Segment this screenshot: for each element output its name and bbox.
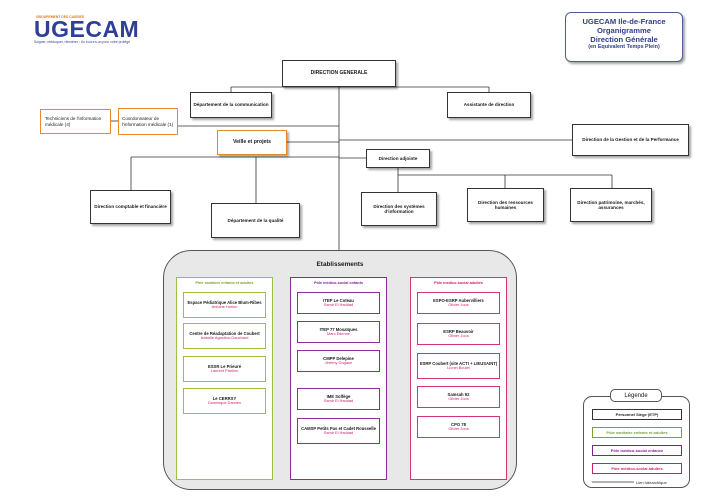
establishment-name: Espace Pédiatrique Alice Blum-Ribes [187, 300, 262, 306]
node-assistante-direction: Assistante de direction [447, 92, 531, 118]
establishment-director: Olivier Joos [448, 333, 469, 339]
node-direction-ressources-humaines: Direction des ressources humaines [467, 188, 544, 222]
establishment-card: Le CERRSY Dominique Damien [183, 388, 266, 414]
establishment-director: Samir El Haddad [323, 302, 354, 308]
node-departement-qualite: Département de la qualité [211, 203, 300, 238]
title-line-3: Direction Générale [590, 35, 658, 44]
pole-medico-social-enfants-title: Pôle médico-social enfants [314, 281, 363, 285]
title-line-1: UGECAM Ile-de-France [582, 17, 666, 26]
node-veille-projets: Veille et projets [217, 130, 287, 155]
establishment-name: ITEP Le Coteau [323, 298, 354, 304]
establishment-name: Samsah 92 [447, 392, 470, 398]
establishment-director: Samir El Haddad [323, 430, 354, 436]
establishment-name: IME Solfège [326, 394, 351, 400]
establishment-card: ESRP Beauvoir Olivier Joos [417, 323, 500, 345]
logo-subline: Soigner, rééduquer, réinsérer : Un tout-… [34, 40, 131, 44]
establishment-card: ESSR Le Prieuré Laurent Paulion [183, 356, 266, 382]
establishment-director: Dominique Damien [207, 400, 242, 406]
pole-medico-social-adultes-title: Pôle médico-social adultes [434, 281, 483, 285]
establishment-name: CMPP Delepine [323, 356, 354, 362]
establishment-name: ESRP Coubert (site ACTI + LIEUSAINT) [419, 361, 498, 367]
node-direction-patrimoine: Direction patrimoine, marchés, assurance… [570, 188, 652, 222]
chart-title-box: UGECAM Ile-de-France Organigramme Direct… [565, 12, 683, 62]
establishment-card: Samsah 92 Olivier Joos [417, 386, 500, 408]
establishment-director: Isabelle Agostino-Gauchard [200, 335, 249, 341]
title-line-4: (en Equivalent Temps Plein) [588, 44, 660, 50]
legend-title: Légende [610, 389, 662, 402]
establishment-card: CMPP Delepine Jérémy Gogane [297, 350, 380, 372]
node-coordonnateur-information-medicale: Coordonnateur de l'information médicale … [118, 108, 178, 135]
establishment-name: Centre de Réadaptation de Coubert [189, 331, 260, 337]
establishment-director: Olivier Joos [448, 426, 469, 432]
title-line-2: Organigramme [596, 26, 652, 35]
establishment-name: ESSR Le Prieuré [207, 364, 242, 370]
legend-item-pole-medico-social-adultes: Pôle médico-social adultes [592, 463, 682, 474]
establishment-card: ITEP Le Coteau Samir El Haddad [297, 292, 380, 314]
legend-item-pole-medico-social-enfance: Pôle médico-social enfance [592, 445, 682, 456]
establishment-director: Olivier Joos [448, 302, 469, 308]
establishment-card: ESRP Coubert (site ACTI + LIEUSAINT) Lio… [417, 353, 500, 379]
establishment-director: Laurent Paulion [210, 368, 239, 374]
establishment-name: ESPO-ESRP Aubervilliers [433, 298, 484, 304]
establishment-director: Lionel Boulet [447, 365, 470, 371]
establishment-card: ESPO-ESRP Aubervilliers Olivier Joos [417, 292, 500, 314]
ugecam-logo: GROUPEMENT DES CAISSES UGECAM Soigner, r… [34, 15, 144, 46]
legend-item-pole-sanitaire: Pôle sanitaire enfants et adultes [592, 427, 682, 438]
legend-line-label: Lien hiérarchique [636, 480, 667, 485]
logo-tagline: GROUPEMENT DES CAISSES [36, 15, 85, 19]
establishment-card: IME Solfège Samir El Haddad [297, 388, 380, 410]
establishment-name: CPO 78 [451, 422, 466, 428]
etablissements-title: Etablissements [316, 261, 364, 268]
establishment-name: ITEP 77 Mosaïques [319, 327, 358, 333]
establishment-card: CAMSP Petits Pas et Cadet Rousselle Sami… [297, 418, 380, 444]
node-direction-gestion-performance: Direction de la Gestion et de la Perform… [572, 124, 689, 156]
node-direction-generale: DIRECTION GENERALE [282, 60, 396, 87]
establishment-card: CPO 78 Olivier Joos [417, 416, 500, 438]
establishment-card: Centre de Réadaptation de Coubert Isabel… [183, 323, 266, 349]
pole-sanitaire-title: Pôle sanitaire enfants et adultes [195, 281, 254, 285]
establishment-name: Le CERRSY [212, 396, 237, 402]
establishment-director: Marc Etienne [327, 331, 350, 337]
logo-wordmark: UGECAM [34, 16, 140, 42]
establishment-name: CAMSP Petits Pas et Cadet Rousselle [301, 426, 376, 432]
legend-line-sample [592, 481, 634, 483]
node-direction-systemes-information: Direction des systèmes d'information [361, 192, 437, 226]
establishment-director: Jérémy Gogane [324, 360, 353, 366]
establishment-director: Samir El Haddad [323, 398, 354, 404]
node-departement-communication: Département de la communication [190, 92, 272, 118]
node-direction-comptable: Direction comptable et financière [90, 190, 171, 224]
node-direction-adjointe: Direction adjointe [366, 149, 430, 168]
establishment-card: ITEP 77 Mosaïques Marc Etienne [297, 321, 380, 343]
node-techniciens-information-medicale: Techniciens de l'information médicale (4… [40, 109, 111, 134]
establishment-director: Olivier Joos [448, 396, 469, 402]
legend-item-personnel-siege: Personnel Siège (ETP) [592, 409, 682, 420]
establishment-director: Antoine Hurion [211, 304, 238, 310]
establishment-name: ESRP Beauvoir [443, 329, 474, 335]
establishment-card: Espace Pédiatrique Alice Blum-Ribes Anto… [183, 292, 266, 318]
